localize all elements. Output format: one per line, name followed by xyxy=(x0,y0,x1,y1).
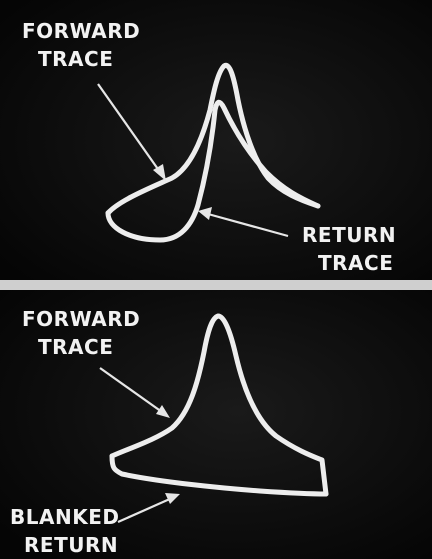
bottom-forward-label-line1: FORWARD xyxy=(22,307,140,331)
bottom-blanked-arrowhead xyxy=(165,493,180,504)
bottom-blanked-label-line2: RETURN xyxy=(24,533,118,557)
bottom-scope-photo: FORWARD TRACE BLANKED RETURN xyxy=(0,290,432,559)
bottom-forward-trace xyxy=(109,313,329,497)
top-return-label-line2: TRACE xyxy=(318,251,393,275)
top-screen-background xyxy=(0,0,432,280)
bottom-blanked-label-line1: BLANKED xyxy=(10,505,119,529)
top-forward-trace xyxy=(105,62,321,216)
bottom-scope-screen: FORWARD TRACE BLANKED RETURN xyxy=(0,290,432,559)
panel-divider xyxy=(0,280,432,290)
top-forward-label-line1: FORWARD xyxy=(22,19,140,43)
top-forward-arrow xyxy=(97,83,161,173)
top-forward-arrowhead xyxy=(153,164,166,181)
top-return-arrow xyxy=(207,212,289,238)
top-scope-photo: FORWARD TRACE RETURN TRACE xyxy=(0,0,432,280)
top-return-arrowhead xyxy=(198,207,212,220)
bottom-blanked-return-trace xyxy=(109,453,329,497)
top-scope-screen: FORWARD TRACE RETURN TRACE xyxy=(0,0,432,280)
bottom-blanked-arrow xyxy=(117,496,173,524)
bottom-forward-arrow xyxy=(99,367,163,413)
bottom-screen-background xyxy=(0,290,432,559)
top-forward-label-line2: TRACE xyxy=(38,47,113,71)
bottom-forward-label-line2: TRACE xyxy=(38,335,113,359)
bottom-forward-arrowhead xyxy=(156,405,170,418)
top-return-label-line1: RETURN xyxy=(302,223,396,247)
top-return-trace xyxy=(105,99,321,243)
